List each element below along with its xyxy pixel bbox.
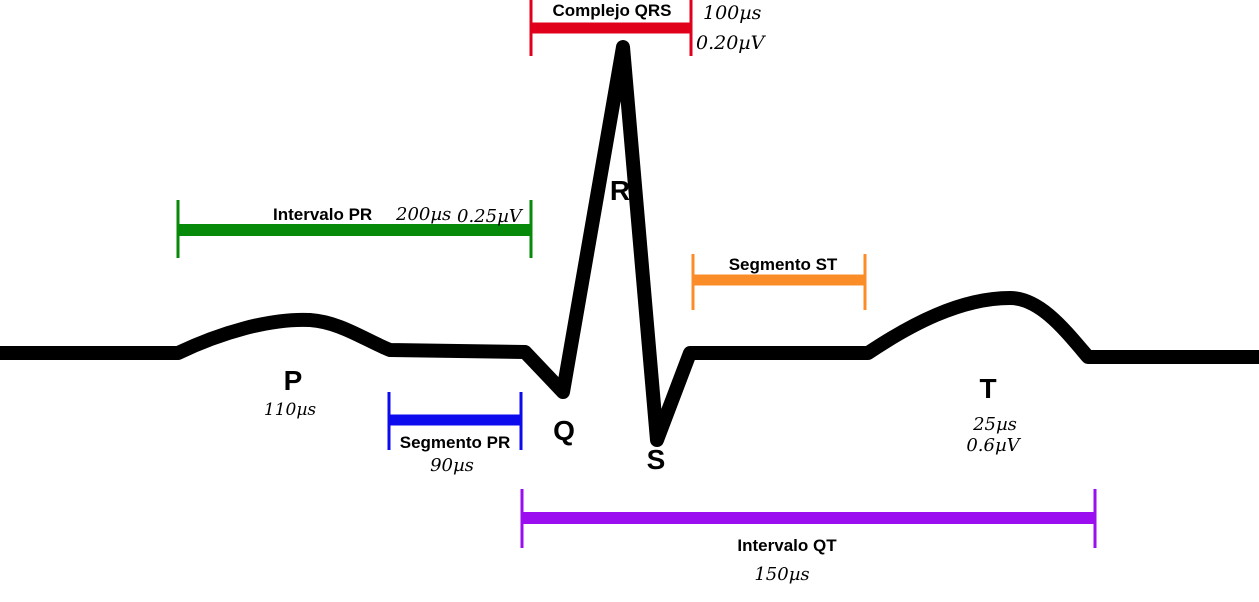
ecg-trace — [0, 40, 1259, 447]
pr-segment-label: Segmento PR — [400, 433, 511, 452]
pr-segment-bracket — [387, 392, 523, 450]
pr-interval-amplitude: 0.25µV — [457, 206, 524, 227]
st-segment-label: Segmento ST — [729, 255, 838, 274]
pr-interval-duration: 200µs — [395, 204, 451, 225]
t-wave-amplitude: 0.6µV — [966, 435, 1021, 456]
s-wave-label: S — [647, 444, 666, 475]
pr-interval-label: Intervalo PR — [273, 205, 372, 224]
q-wave-label: Q — [553, 415, 575, 446]
pr-interval-bracket — [176, 200, 533, 258]
p-wave-duration: 110µs — [264, 400, 316, 420]
pr-segment-duration: 90µs — [430, 455, 474, 476]
qrs-label: Complejo QRS — [552, 1, 671, 20]
qrs-amplitude: 0.20µV — [696, 32, 767, 54]
t-wave-label: T — [979, 373, 996, 404]
t-wave-duration: 25µs — [972, 414, 1017, 435]
qrs-bracket — [529, 0, 693, 56]
qt-interval-duration: 150µs — [754, 564, 809, 585]
st-segment-bracket — [691, 254, 867, 310]
p-wave-label: P — [284, 365, 303, 396]
qt-interval-label: Intervalo QT — [737, 536, 837, 555]
r-wave-label: R — [610, 175, 630, 206]
qrs-duration: 100µs — [703, 2, 762, 24]
qt-interval-bracket — [520, 489, 1097, 548]
